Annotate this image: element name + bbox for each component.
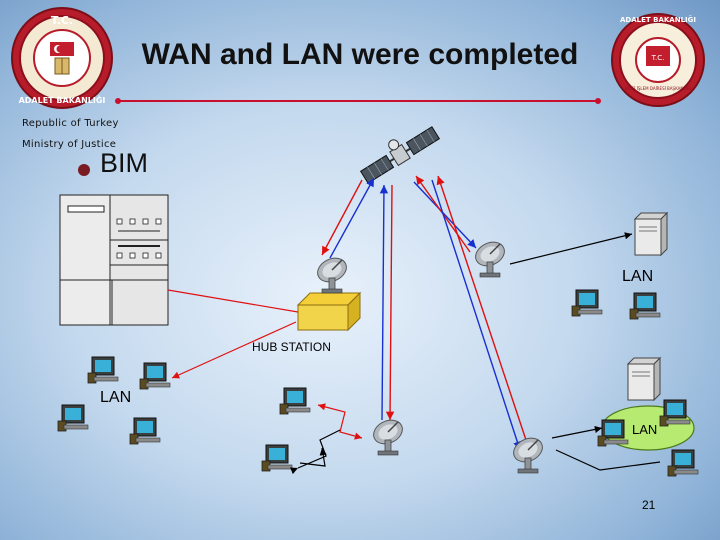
dish-right-upper	[471, 236, 509, 278]
pc-left-3	[57, 404, 89, 432]
bim-bullet	[78, 164, 90, 176]
right-upper-link	[509, 232, 633, 265]
lan-label-cloud: LAN	[632, 422, 658, 437]
lan-label-left: LAN	[100, 389, 132, 406]
title-underline-dot-right	[595, 98, 601, 104]
pc-bottom-2	[261, 444, 293, 472]
lan-label-right: LAN	[622, 268, 654, 285]
bottom-right-link-1	[551, 425, 603, 439]
hub-lan-link	[171, 321, 297, 379]
slide-title: WAN and LAN were completed	[141, 38, 579, 71]
seal-right-center: T.C.	[651, 54, 665, 62]
dish-bottom-middle	[369, 414, 407, 456]
satellite-icon	[359, 126, 441, 184]
dish-bottom-right	[509, 432, 547, 474]
bim-hub-link	[167, 289, 299, 313]
bottom-right-link-2	[555, 449, 661, 471]
ministry-seal-right: T.C. ADALET BAKANLIĞI BİLGİ İŞLEM DAİRES…	[611, 13, 705, 107]
bottom-middle-link-3	[299, 447, 327, 467]
seal-right-ring-text: ADALET BAKANLIĞI	[620, 15, 696, 24]
pc-bottom-right-3	[667, 449, 699, 477]
title-underline-dot-left	[115, 98, 121, 104]
ministry-seal-left: T.C. ADALET BAKANLIĞI	[11, 7, 113, 109]
wan-links	[321, 175, 529, 451]
hub-station-label: HUB STATION	[252, 340, 331, 354]
pc-bottom-1	[279, 387, 311, 415]
server-bottom-right	[627, 357, 661, 401]
pc-left-1	[87, 356, 119, 384]
pc-bottom-right-1	[597, 419, 629, 447]
pc-right-1	[571, 289, 603, 317]
pc-right-2	[629, 292, 661, 320]
bim-label: BIM	[100, 148, 149, 178]
datacenter-rack	[59, 194, 169, 326]
seal-left-top-text: T.C.	[51, 14, 73, 27]
page-number: 21	[642, 498, 656, 512]
subtitle-republic: Republic of Turkey	[22, 118, 119, 129]
subtitle-ministry: Ministry of Justice	[22, 139, 117, 150]
hub-station	[296, 252, 362, 332]
pc-left-2	[139, 362, 171, 390]
server-right-upper	[634, 212, 668, 256]
pc-left-4	[129, 417, 161, 445]
seal-right-inner-text: BİLGİ İŞLEM DAİRESİ BAŞKANLIĞI	[625, 86, 691, 91]
pc-bottom-right-2	[659, 399, 691, 427]
seal-left-ring-text: ADALET BAKANLIĞI	[19, 94, 106, 105]
bottom-middle-link-2	[289, 429, 341, 475]
bottom-middle-link-1	[317, 403, 363, 440]
